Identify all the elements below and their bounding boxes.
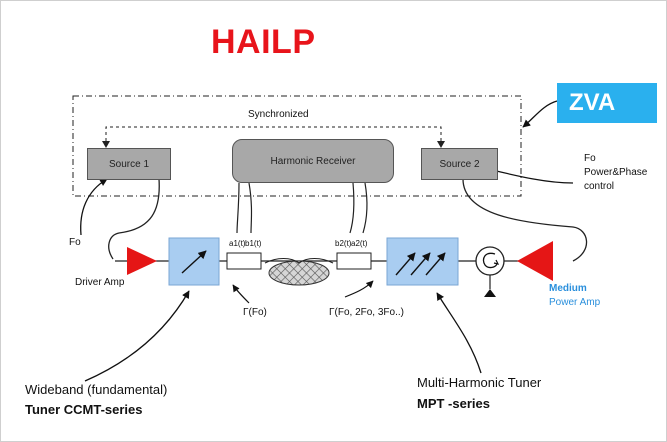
ground-icon: [484, 289, 496, 297]
driver-amp-triangle-icon: [127, 247, 157, 275]
coupler-1-a1-label: a1(t): [229, 239, 246, 248]
source-1-box: Source 1: [87, 148, 171, 180]
fo-control-line-2: Power&Phase: [584, 167, 648, 178]
synchronized-label: Synchronized: [245, 109, 312, 120]
source-1-label: Source 1: [108, 158, 150, 170]
fo-input-arrow: [80, 178, 108, 236]
harmonic-receiver-label: Harmonic Receiver: [270, 155, 356, 167]
coupler-1-b1-label: b1(t): [245, 239, 262, 248]
zva-pointer-arrow: [522, 100, 558, 128]
coupler-1: [226, 252, 262, 270]
zva-enclosure: [72, 95, 522, 197]
circulator-icon: [475, 246, 505, 276]
zva-box: ZVA: [557, 83, 657, 123]
dut-wafer-icon: [268, 260, 330, 286]
sync-line: [105, 126, 442, 147]
coupler-2-b2-label: b2(t): [335, 239, 352, 248]
coupler-2-a2-label: a2(t): [351, 239, 368, 248]
driver-amp-label: Driver Amp: [75, 277, 125, 288]
source-2-label: Source 2: [439, 158, 480, 170]
gamma-harmonics-arrow: [344, 280, 374, 298]
medium-amp-triangle-icon: [517, 241, 553, 281]
multi-harmonic-caption-2: MPT -series: [417, 396, 490, 411]
source2-cable: [462, 178, 588, 262]
gamma-fo-arrow: [232, 284, 250, 304]
gamma-fo-label: Γ(Fo): [243, 307, 267, 318]
coupler-2: [336, 252, 372, 270]
wideband-tuner-caption-1: Wideband (fundamental): [25, 382, 168, 397]
medium-amp-label-2: Power Amp: [549, 297, 601, 308]
harmonic-receiver-box: Harmonic Receiver: [232, 139, 394, 183]
source-2-box: Source 2: [421, 148, 498, 180]
multi-harmonic-caption-1: Multi-Harmonic Tuner: [417, 375, 542, 390]
fo-input-label: Fo: [69, 237, 81, 248]
fo-control-line-1: Fo: [584, 153, 596, 164]
fo-control-line-3: control: [584, 181, 615, 192]
wideband-tuner-caption-2: Tuner CCMT-series: [25, 402, 143, 417]
wideband-callout-arrow: [84, 290, 190, 382]
multi-harmonic-callout-arrow: [436, 292, 482, 374]
gamma-harmonics-label: Γ(Fo, 2Fo, 3Fo..): [329, 307, 404, 318]
diagram-title: HAILP: [211, 23, 316, 61]
medium-amp-label-1: Medium: [549, 283, 587, 294]
source1-cable: [108, 178, 160, 260]
